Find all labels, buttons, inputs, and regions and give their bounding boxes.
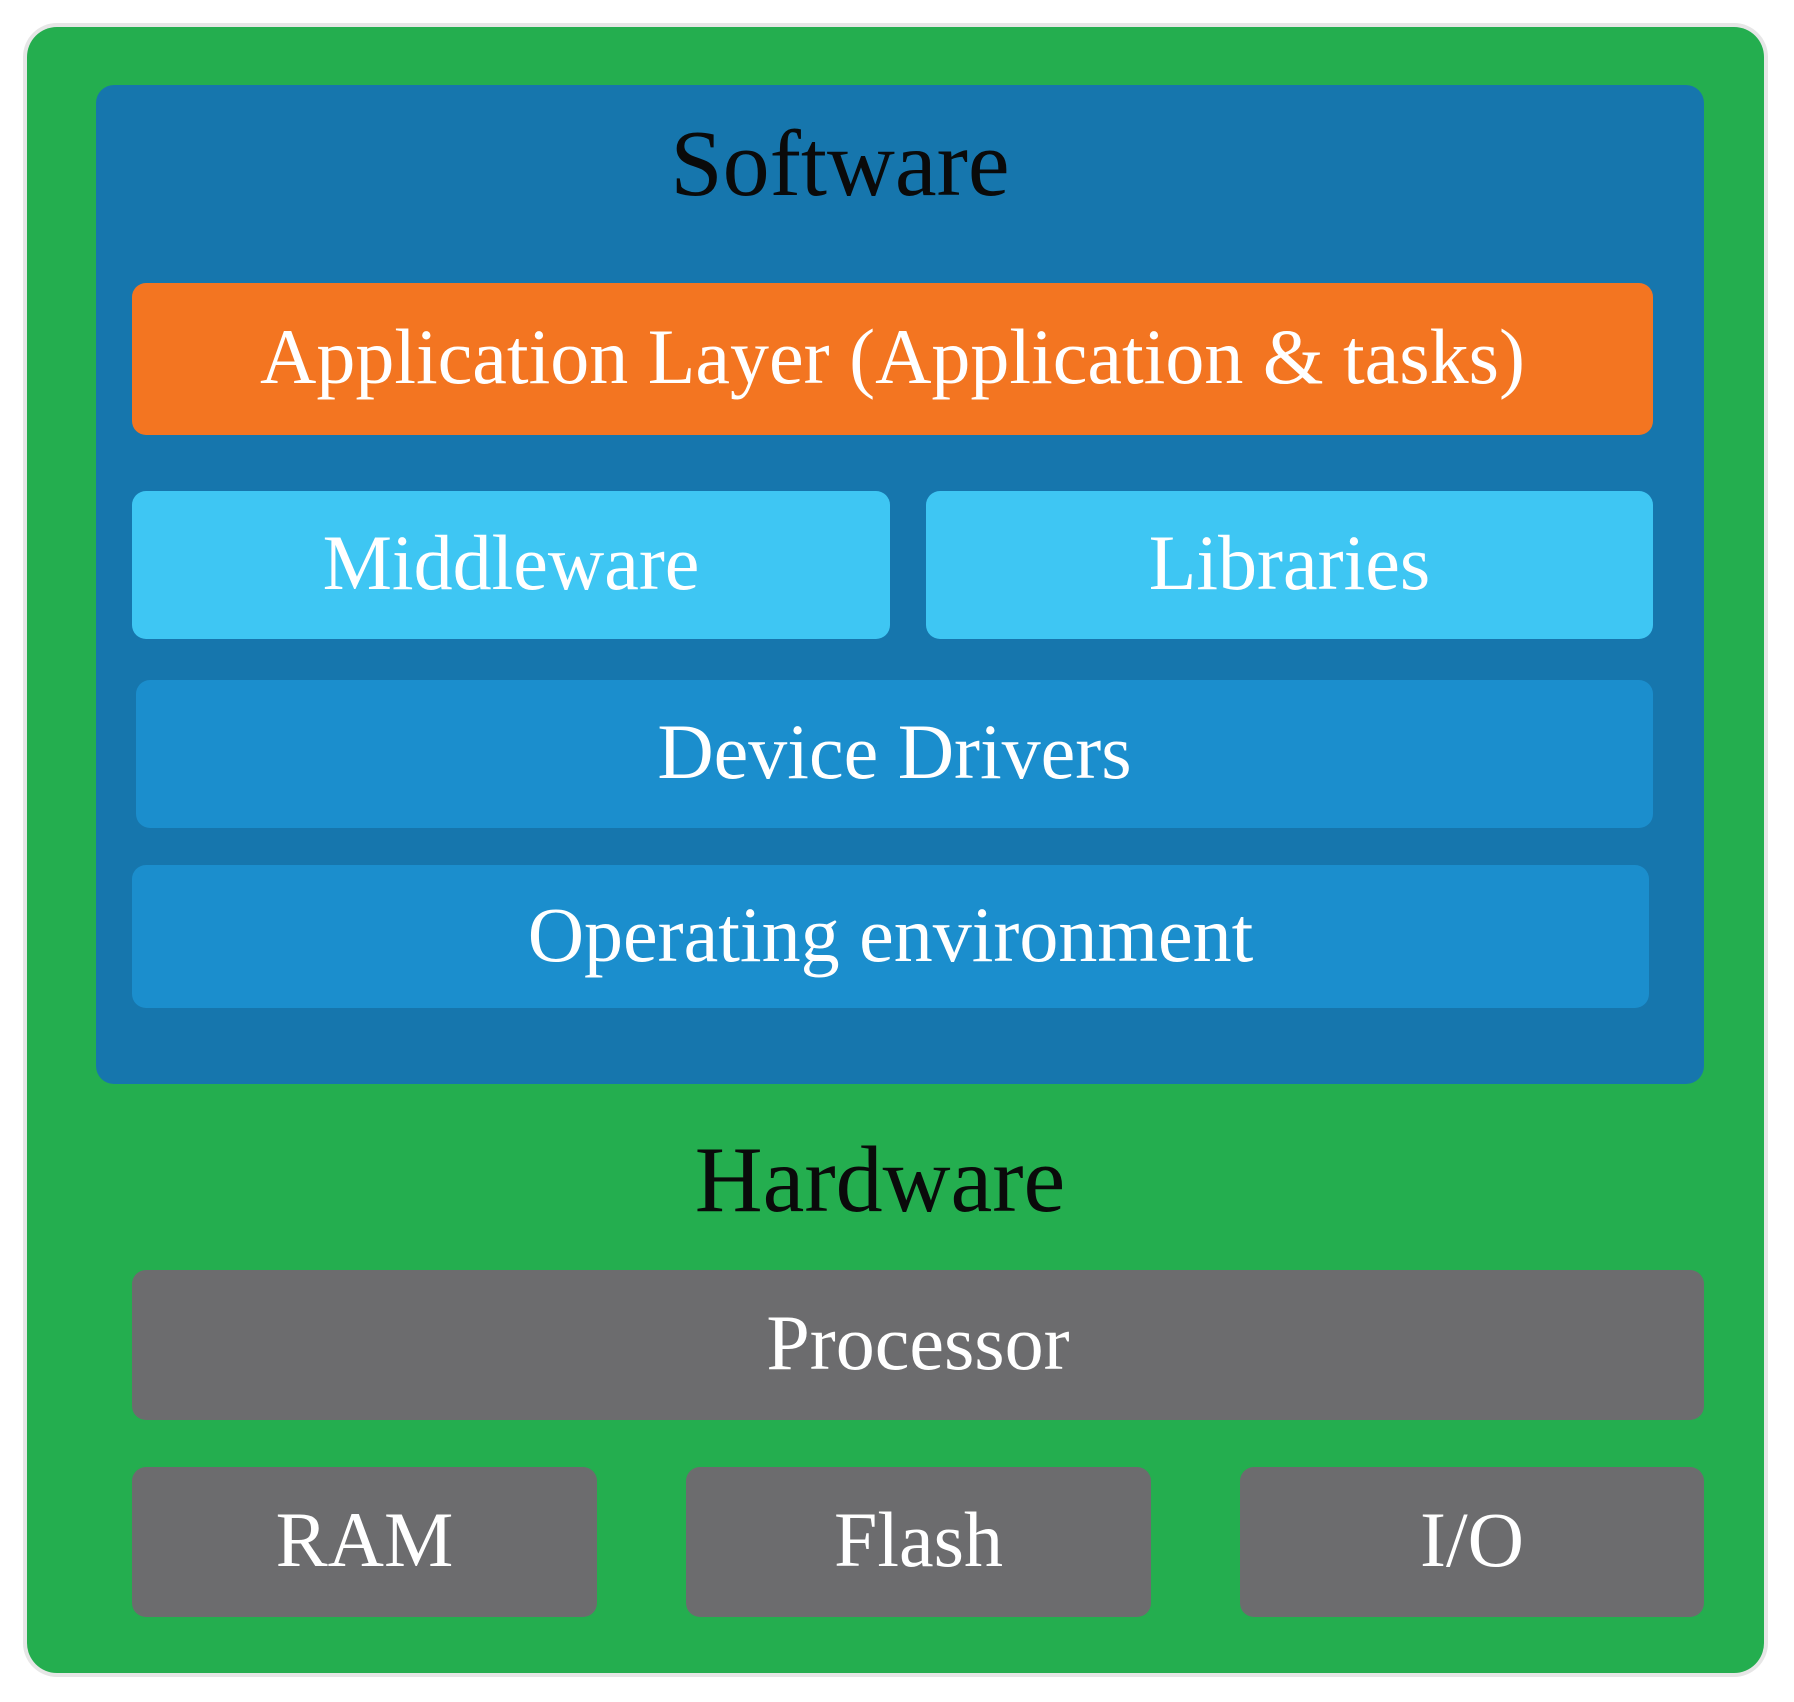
- ram-box: RAM: [132, 1467, 597, 1617]
- application-layer-box: Application Layer (Application & tasks): [132, 283, 1653, 435]
- processor-box: Processor: [132, 1270, 1704, 1420]
- software-title: Software: [670, 112, 1010, 216]
- flash-box: Flash: [686, 1467, 1151, 1617]
- io-box: I/O: [1240, 1467, 1704, 1617]
- operating-environment-box: Operating environment: [132, 865, 1649, 1008]
- device-drivers-box: Device Drivers: [136, 680, 1653, 828]
- libraries-box: Libraries: [926, 491, 1653, 639]
- middleware-box: Middleware: [132, 491, 890, 639]
- hardware-title: Hardware: [694, 1128, 1066, 1232]
